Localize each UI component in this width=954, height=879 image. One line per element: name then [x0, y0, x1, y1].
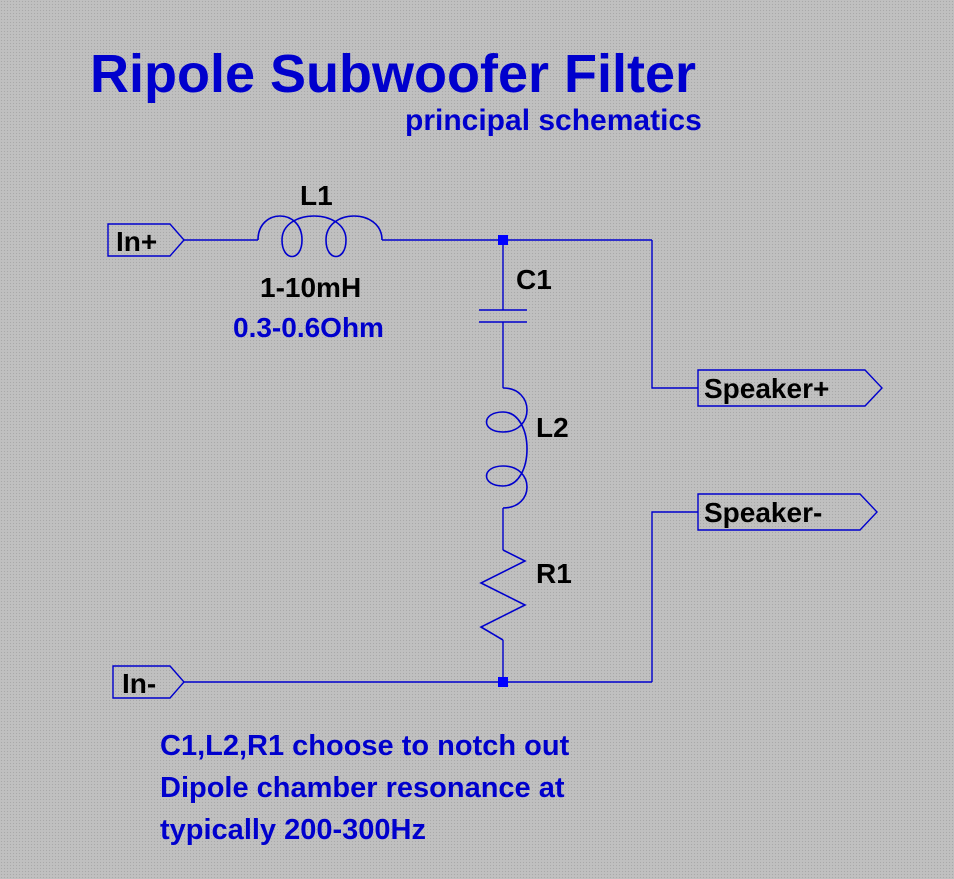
port-speaker-plus-label: Speaker+: [704, 373, 829, 404]
resistor-r1[interactable]: [479, 549, 527, 641]
page-title: Ripole Subwoofer Filter: [90, 44, 696, 104]
c1-name-label: C1: [516, 264, 552, 295]
l1-value-label: 1-10mH: [260, 272, 361, 303]
l1-name-label: L1: [300, 180, 333, 211]
port-speaker-plus[interactable]: Speaker+: [697, 369, 883, 407]
l1-resistance-label: 0.3-0.6Ohm: [233, 312, 384, 343]
inductor-l1[interactable]: [257, 215, 383, 258]
port-in-minus[interactable]: In-: [112, 665, 185, 699]
wire-to-speaker-minus: [651, 511, 698, 682]
junction-bottom: [498, 677, 508, 687]
capacitor-c1[interactable]: [479, 309, 527, 323]
port-speaker-minus-label: Speaker-: [704, 497, 822, 528]
r1-name-label: R1: [536, 558, 572, 589]
port-in-minus-label: In-: [122, 668, 156, 699]
junction-top: [498, 235, 508, 245]
port-speaker-minus[interactable]: Speaker-: [697, 493, 878, 531]
page-subtitle: principal schematics: [405, 104, 702, 137]
inductor-l2[interactable]: [485, 387, 528, 509]
wire-to-speaker-plus: [651, 240, 698, 389]
note-line-3: typically 200-300Hz: [160, 814, 426, 846]
note-line-1: C1,L2,R1 choose to notch out: [160, 730, 570, 762]
wires: [184, 239, 698, 683]
note-line-2: Dipole chamber resonance at: [160, 772, 565, 804]
port-in-plus[interactable]: In+: [107, 223, 185, 257]
l2-name-label: L2: [536, 412, 569, 443]
port-in-plus-label: In+: [116, 226, 157, 257]
